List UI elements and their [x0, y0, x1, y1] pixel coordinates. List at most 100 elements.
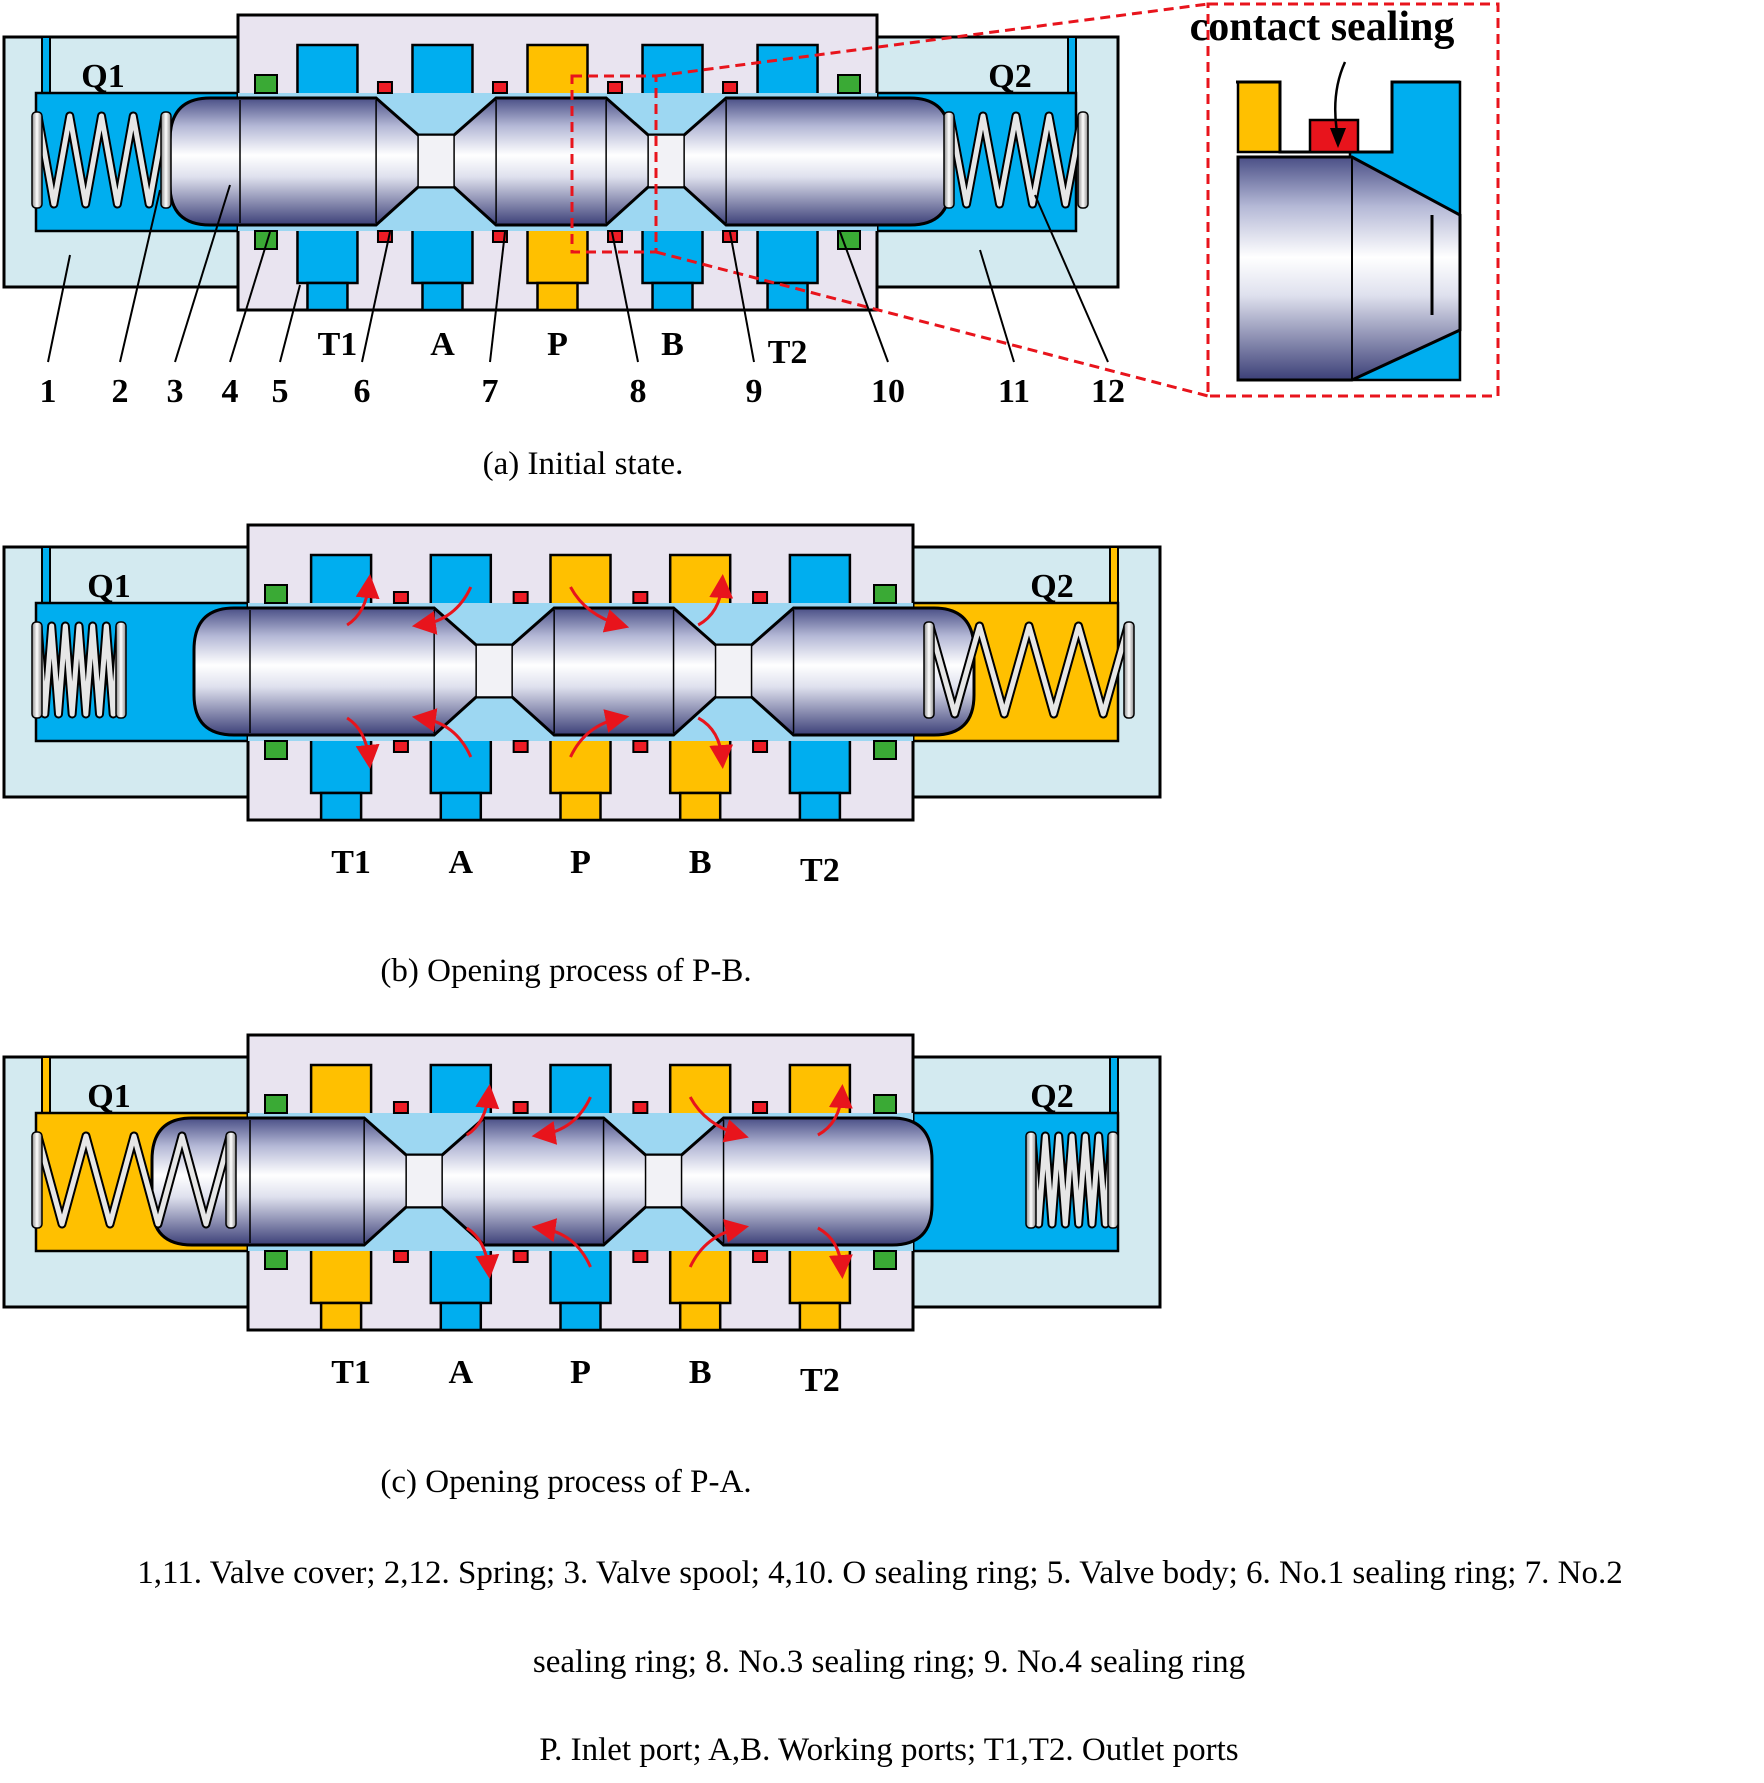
caption-b: (b) Opening process of P-B. — [380, 953, 751, 989]
port-label-t1: T1 — [331, 1354, 371, 1391]
leader-line — [489, 231, 506, 363]
flow-arrow — [411, 708, 473, 758]
sealing-ring-bottom — [607, 230, 624, 243]
port-label-b: B — [689, 1354, 712, 1391]
sealing-ring-bottom — [376, 230, 393, 243]
valve-spool — [150, 1116, 934, 1247]
q2-label: Q2 — [1030, 1078, 1073, 1115]
leader-line — [174, 184, 231, 363]
right-spring — [923, 621, 1135, 719]
sealing-ring-bottom — [491, 230, 508, 243]
port-label-b: B — [689, 844, 712, 881]
valve-spool — [192, 606, 976, 737]
flow-arrow — [569, 586, 630, 633]
sealing-ring-top — [607, 81, 624, 94]
port-label-a: A — [449, 844, 474, 881]
part-number-2: 2 — [112, 373, 129, 410]
sealing-ring-top — [376, 81, 393, 94]
port-label-t2: T2 — [768, 334, 808, 371]
sealing-ring-top — [491, 81, 508, 94]
o-sealing-ring-bottom — [873, 1250, 897, 1270]
inset-frame — [1206, 2, 1500, 398]
right-spring — [1025, 1131, 1119, 1229]
sealing-ring-bottom — [512, 1250, 529, 1263]
legend-line-3: P. Inlet port; A,B. Working ports; T1,T2… — [539, 1732, 1238, 1768]
legend-line-1: 1,11. Valve cover; 2,12. Spring; 3. Valv… — [137, 1555, 1622, 1591]
q1-duct — [41, 546, 51, 604]
legend-line-2: sealing ring; 8. No.3 sealing ring; 9. N… — [533, 1644, 1245, 1680]
leader-line — [47, 254, 71, 363]
part-number-10: 10 — [871, 373, 905, 410]
o-sealing-ring-bottom — [264, 740, 288, 760]
left-spring — [31, 111, 172, 209]
part-number-6: 6 — [354, 373, 371, 410]
port-label-t2: T2 — [800, 852, 840, 889]
leader-line — [729, 231, 755, 363]
flow-arrow — [688, 1096, 749, 1143]
port-label-a: A — [449, 1354, 474, 1391]
q2-duct — [1067, 36, 1077, 94]
sealing-ring-top — [752, 591, 769, 604]
inset-pointer-head — [1330, 128, 1346, 148]
leader-line — [839, 231, 889, 363]
flow-arrow — [531, 1218, 592, 1268]
q1-duct — [41, 36, 51, 94]
zoom-region — [570, 74, 658, 254]
flow-arrow — [688, 1219, 750, 1268]
part-number-9: 9 — [746, 373, 763, 410]
flow-arrow — [697, 716, 734, 769]
leader-line — [279, 284, 301, 363]
q1-label: Q1 — [81, 58, 124, 95]
q1-duct — [41, 1056, 51, 1114]
flow-arrow — [411, 586, 473, 635]
zoom-line — [655, 2, 1209, 78]
port-label-p: P — [547, 326, 568, 363]
flow-arrow — [346, 574, 380, 627]
port-label-p: P — [570, 844, 591, 881]
flow-arrow — [346, 716, 380, 769]
leader-line — [979, 249, 1015, 363]
part-number-4: 4 — [222, 373, 239, 410]
sealing-ring-top — [392, 1101, 409, 1114]
port-label-t1: T1 — [331, 844, 371, 881]
q1-label: Q1 — [87, 1078, 130, 1115]
q2-duct — [1109, 1056, 1119, 1114]
part-number-8: 8 — [630, 373, 647, 410]
o-sealing-ring-bottom — [837, 230, 861, 250]
port-label-b: B — [661, 326, 684, 363]
inset-yellow-channel — [1236, 80, 1282, 154]
flow-arrow — [465, 1226, 500, 1279]
sealing-ring-top — [632, 1101, 649, 1114]
part-number-12: 12 — [1091, 373, 1125, 410]
sealing-ring-top — [632, 591, 649, 604]
port-label-a: A — [430, 326, 455, 363]
leader-line — [229, 231, 271, 363]
sealing-ring-bottom — [632, 1250, 649, 1263]
port-label-p: P — [570, 1354, 591, 1391]
o-sealing-ring-top — [264, 584, 288, 604]
sealing-ring-top — [392, 591, 409, 604]
sealing-ring-bottom — [632, 740, 649, 753]
flow-arrow — [697, 574, 734, 627]
o-sealing-ring-bottom — [254, 230, 278, 250]
contact-sealing-inset: contact sealing — [570, 2, 1500, 398]
caption-c: (c) Opening process of P-A. — [380, 1464, 751, 1500]
part-number-3: 3 — [167, 373, 184, 410]
part-number-1: 1 — [40, 373, 57, 410]
valve-spool — [168, 96, 952, 227]
part-number-5: 5 — [272, 373, 289, 410]
flow-arrow — [569, 709, 630, 758]
q2-label: Q2 — [988, 58, 1031, 95]
sealing-ring-bottom — [752, 1250, 769, 1263]
sealing-ring-bottom — [392, 1250, 409, 1263]
sealing-ring-top — [722, 81, 739, 94]
flow-arrow — [531, 1096, 592, 1145]
sealing-ring-top — [512, 591, 529, 604]
sealing-ring-bottom — [512, 740, 529, 753]
o-sealing-ring-top — [254, 74, 278, 94]
o-sealing-ring-bottom — [873, 740, 897, 760]
flow-arrow — [817, 1226, 853, 1279]
